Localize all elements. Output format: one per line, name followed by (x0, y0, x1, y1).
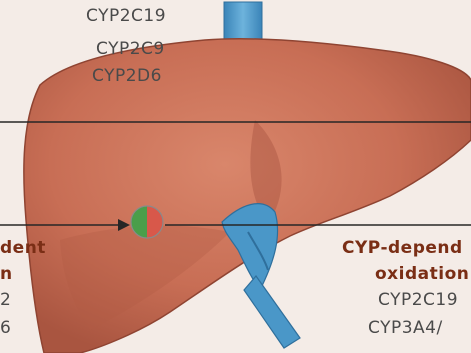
right-enzyme-2: CYP3A4/ (368, 316, 443, 340)
left-heading-line1: dent (0, 236, 46, 260)
right-heading-line2: oxidation (375, 262, 469, 286)
top-enzyme-2: CYP2C9 (96, 37, 165, 61)
left-heading-line2: n (0, 262, 13, 286)
left-enzyme-2: 6 (0, 316, 11, 340)
top-enzyme-3: CYP2D6 (92, 64, 162, 88)
left-enzyme-1: 2 (0, 288, 11, 312)
right-enzyme-1: CYP2C19 (378, 288, 458, 312)
top-enzyme-1: CYP2C19 (86, 4, 166, 28)
right-heading-line1: CYP-depend (342, 236, 463, 260)
metabolism-marker (131, 206, 163, 238)
